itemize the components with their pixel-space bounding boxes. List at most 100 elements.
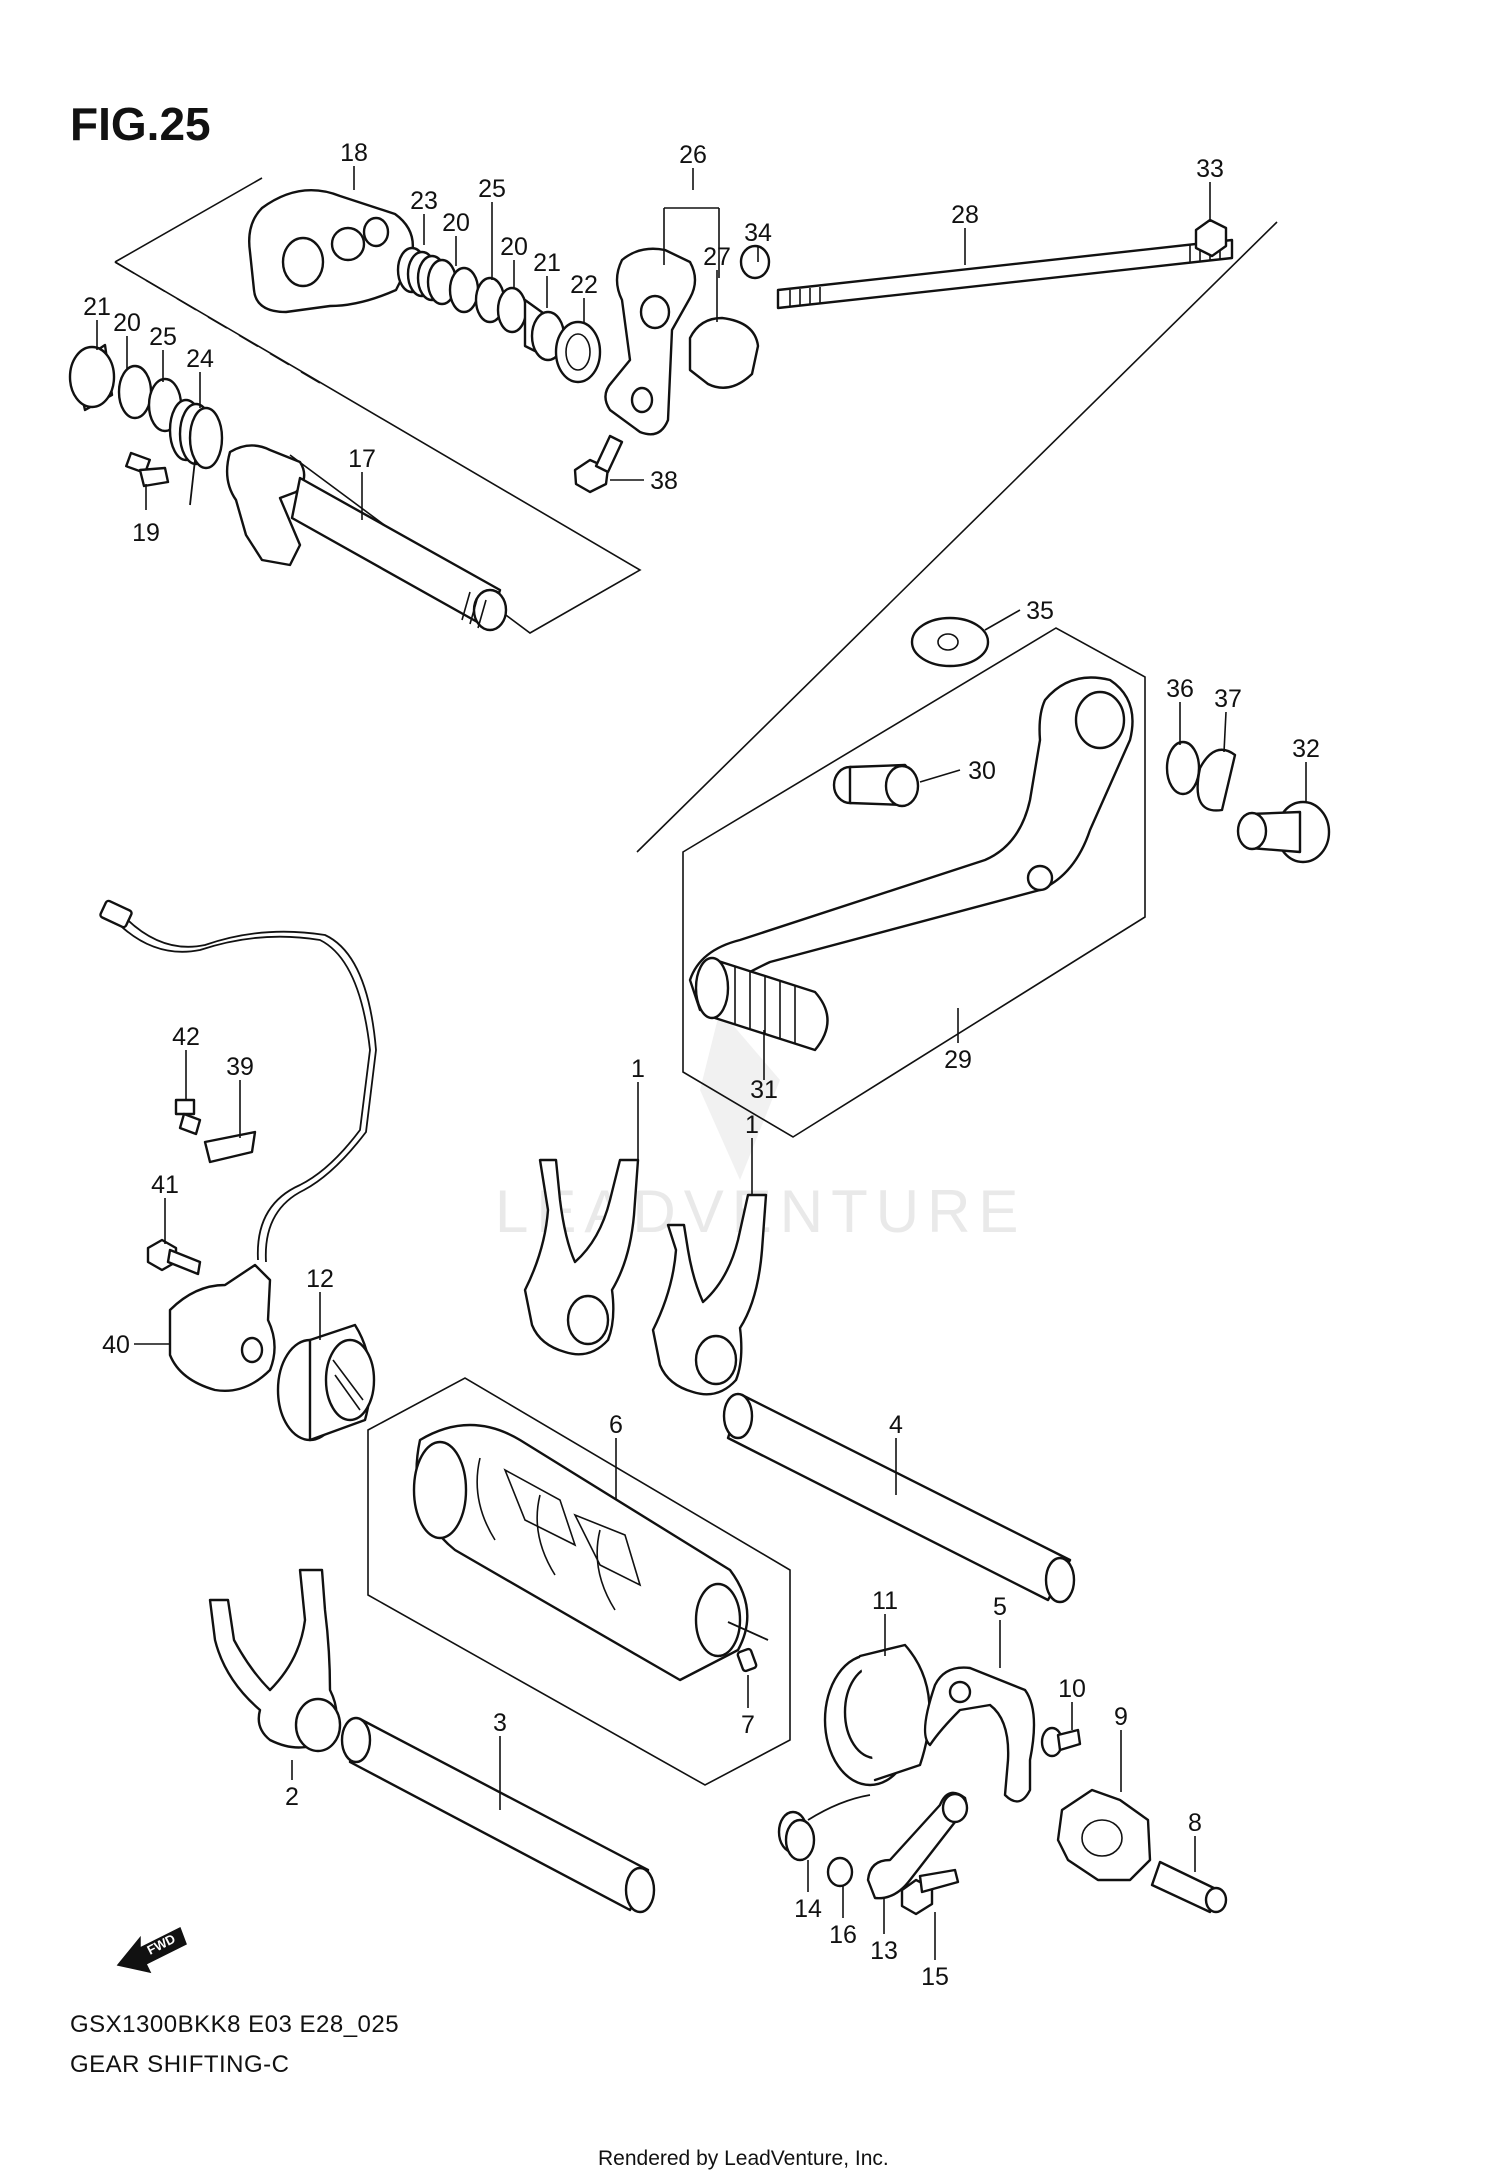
part-30-bush bbox=[832, 763, 920, 808]
part-6-shift-drum bbox=[412, 1423, 769, 1682]
model-code: GSX1300BKK8 E03 E28_025 bbox=[70, 2011, 399, 2038]
part-8-pin bbox=[1150, 1860, 1228, 1914]
callout-41: 41 bbox=[151, 1171, 179, 1199]
part-42-screw bbox=[174, 1098, 202, 1136]
part-37-pin bbox=[1196, 748, 1237, 812]
group-outline-drum bbox=[367, 1377, 791, 1786]
section-name: GEAR SHIFTING-C bbox=[70, 2051, 290, 2078]
callout-labels: 18 23 20 25 20 21 22 26 27 34 28 33 21 2… bbox=[83, 139, 1320, 1991]
callout-4: 4 bbox=[889, 1411, 903, 1439]
callout-7: 7 bbox=[741, 1711, 755, 1739]
part-26-lever-hole bbox=[639, 294, 671, 330]
shift-pedal-assembly bbox=[682, 616, 1331, 1138]
callout-21-b: 21 bbox=[83, 293, 111, 321]
callout-20-c: 20 bbox=[113, 309, 141, 337]
part-32-bolt bbox=[1236, 800, 1331, 864]
callout-14: 14 bbox=[794, 1895, 822, 1923]
callout-24: 24 bbox=[186, 345, 214, 373]
part-13-arm bbox=[866, 1791, 968, 1900]
callout-2: 2 bbox=[285, 1783, 299, 1811]
callout-32: 32 bbox=[1292, 735, 1320, 763]
lower-small-parts bbox=[777, 1666, 1228, 1916]
part-5-stopper-plate bbox=[923, 1666, 1036, 1803]
callout-20-a: 20 bbox=[442, 209, 470, 237]
part-33-nut bbox=[1194, 218, 1228, 258]
callout-20-b: 20 bbox=[500, 233, 528, 261]
callout-12: 12 bbox=[306, 1265, 334, 1293]
part-20-washer-a bbox=[448, 266, 480, 314]
callout-1-b: 1 bbox=[745, 1111, 759, 1139]
part-35-washer bbox=[910, 616, 990, 668]
part-11-bearing bbox=[823, 1643, 931, 1787]
callout-36: 36 bbox=[1166, 675, 1194, 703]
part-27-cap bbox=[688, 316, 760, 389]
callout-33: 33 bbox=[1196, 155, 1224, 183]
callout-8: 8 bbox=[1188, 1809, 1202, 1837]
callout-40: 40 bbox=[102, 1331, 130, 1359]
part-38-bolt bbox=[573, 434, 624, 494]
part-14-spring bbox=[777, 1794, 871, 1862]
callout-19: 19 bbox=[132, 519, 160, 547]
callout-38: 38 bbox=[650, 467, 678, 495]
callout-9: 9 bbox=[1114, 1703, 1128, 1731]
part-12-bearing bbox=[276, 1323, 376, 1442]
callout-15: 15 bbox=[921, 1963, 949, 1991]
shift-forks bbox=[208, 1158, 768, 1753]
part-34-nut bbox=[739, 244, 771, 280]
callout-10: 10 bbox=[1058, 1675, 1086, 1703]
part-15-bolt bbox=[900, 1868, 960, 1916]
part-29-pivot bbox=[1074, 690, 1126, 750]
callout-6: 6 bbox=[609, 1411, 623, 1439]
part-21-bearing-b-face bbox=[68, 345, 116, 409]
callout-30: 30 bbox=[968, 757, 996, 785]
part-41-bolt bbox=[146, 1238, 202, 1276]
part-31-rubber bbox=[694, 956, 829, 1052]
part-10-screw bbox=[1040, 1726, 1082, 1758]
callout-16: 16 bbox=[829, 1921, 857, 1949]
callout-27: 27 bbox=[703, 243, 731, 271]
part-1-fork-b bbox=[651, 1193, 768, 1396]
part-4-shaft bbox=[722, 1392, 1076, 1604]
callout-35: 35 bbox=[1026, 597, 1054, 625]
callout-21-a: 21 bbox=[533, 249, 561, 277]
callout-39: 39 bbox=[226, 1053, 254, 1081]
part-28-rod bbox=[776, 238, 1234, 310]
part-22-seal bbox=[554, 320, 602, 384]
callout-37: 37 bbox=[1214, 685, 1242, 713]
sensor-connector bbox=[99, 899, 133, 929]
group-dashed-line bbox=[114, 261, 321, 384]
part-26-lever bbox=[604, 247, 697, 436]
footer-credit: Rendered by LeadVenture, Inc. bbox=[598, 2147, 889, 2170]
part-28-threads bbox=[789, 241, 1221, 306]
long-guide-line bbox=[636, 221, 1278, 853]
callout-42: 42 bbox=[172, 1023, 200, 1051]
part-18-hole-b bbox=[330, 226, 366, 262]
part-16-washer bbox=[826, 1856, 854, 1888]
callout-28: 28 bbox=[951, 201, 979, 229]
callout-1-a: 1 bbox=[631, 1055, 645, 1083]
part-20-washer-c bbox=[117, 364, 153, 420]
shafts-and-drum bbox=[340, 1377, 1076, 1914]
callout-22: 22 bbox=[570, 271, 598, 299]
callout-18: 18 bbox=[340, 139, 368, 167]
figure-title: FIG.25 bbox=[70, 98, 211, 150]
part-39-gasket bbox=[203, 1130, 257, 1164]
callout-5: 5 bbox=[993, 1593, 1007, 1621]
part-24-spring bbox=[168, 398, 224, 506]
part-7-pin bbox=[736, 1647, 758, 1673]
callout-29: 29 bbox=[944, 1046, 972, 1074]
part-18-hole-a bbox=[281, 236, 325, 288]
part-9-cam bbox=[1056, 1788, 1152, 1882]
part-20-washer-b bbox=[496, 286, 528, 334]
part-40-sensor bbox=[168, 1263, 276, 1392]
part-29-pedal-arm bbox=[688, 676, 1134, 1012]
sensor-wire bbox=[109, 914, 371, 1261]
callout-25-a: 25 bbox=[478, 175, 506, 203]
upper-shaft-assembly bbox=[68, 177, 1278, 853]
part-1-fork-a bbox=[523, 1158, 640, 1356]
part-18-plate bbox=[248, 189, 415, 314]
callout-23: 23 bbox=[410, 187, 438, 215]
part-17-shaft bbox=[225, 444, 508, 632]
callout-26: 26 bbox=[679, 141, 707, 169]
